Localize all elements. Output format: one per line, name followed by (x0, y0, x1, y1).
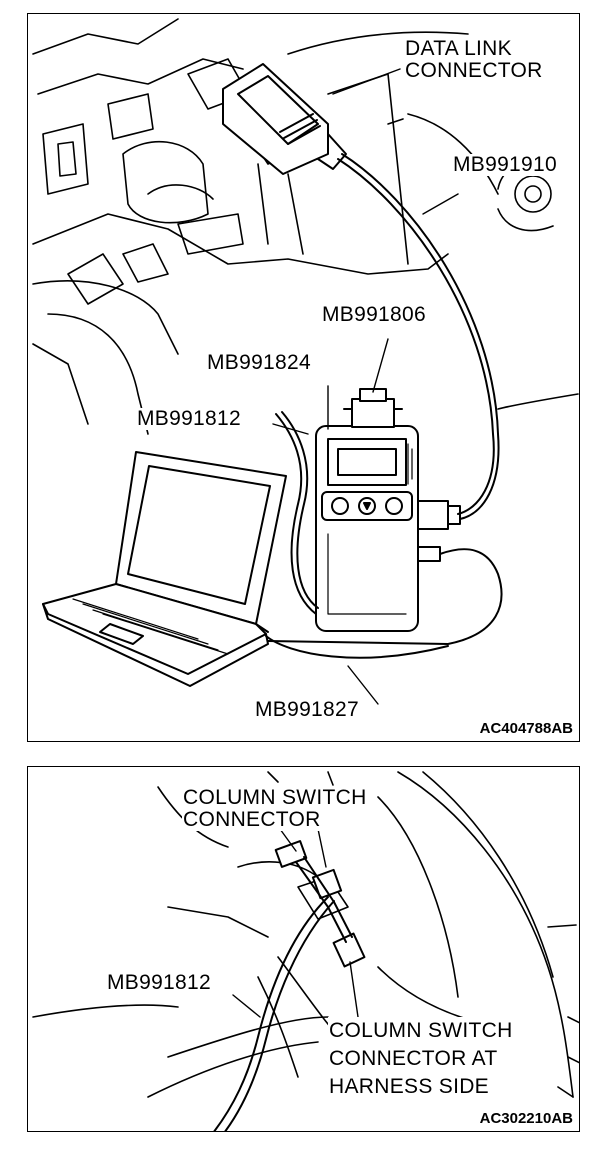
bottom-figure-illustration (32, 771, 579, 1131)
label-mb991824: MB991824 (206, 351, 312, 374)
laptop-illustration (42, 451, 287, 687)
cable-mb991812 (275, 413, 317, 615)
label-data-link-connector: DATA LINK CONNECTOR (404, 38, 544, 82)
label-line: COLUMN SWITCH (183, 786, 367, 809)
column-switch-connector (274, 840, 366, 968)
data-link-connector-plug (222, 63, 347, 175)
label-harness-side-connector: COLUMN SWITCH CONNECTOR AT HARNESS SIDE (328, 1017, 514, 1101)
label-line: CONNECTOR (183, 808, 321, 831)
top-figure-illustration (32, 18, 579, 705)
label-line: DATA LINK (405, 37, 512, 60)
label-column-switch-connector: COLUMN SWITCH CONNECTOR (182, 787, 368, 831)
figure-code-top: AC404788AB (479, 720, 573, 737)
bottom-figure-panel: COLUMN SWITCH CONNECTOR MB991812 COLUMN … (27, 766, 580, 1132)
label-mb991812-bottom: MB991812 (106, 971, 212, 994)
plug-mb991806 (343, 388, 403, 428)
top-figure-panel: DATA LINK CONNECTOR MB991910 MB991806 MB… (27, 13, 580, 742)
vci-unit (315, 425, 419, 632)
cable-mb991812-bottom (213, 896, 329, 1131)
label-mb991806: MB991806 (321, 303, 427, 326)
label-mb991812: MB991812 (136, 407, 242, 430)
cable-mb991827 (265, 635, 449, 659)
label-mb991910: MB991910 (452, 153, 558, 176)
side-connector (267, 500, 503, 645)
label-line: CONNECTOR (405, 59, 543, 82)
label-line: HARNESS SIDE (329, 1075, 489, 1098)
label-mb991827: MB991827 (254, 698, 360, 721)
label-line: CONNECTOR AT (329, 1047, 498, 1070)
cable-mb991910 (337, 158, 495, 515)
label-line: COLUMN SWITCH (329, 1019, 513, 1042)
figure-code-bottom: AC302210AB (479, 1110, 573, 1127)
